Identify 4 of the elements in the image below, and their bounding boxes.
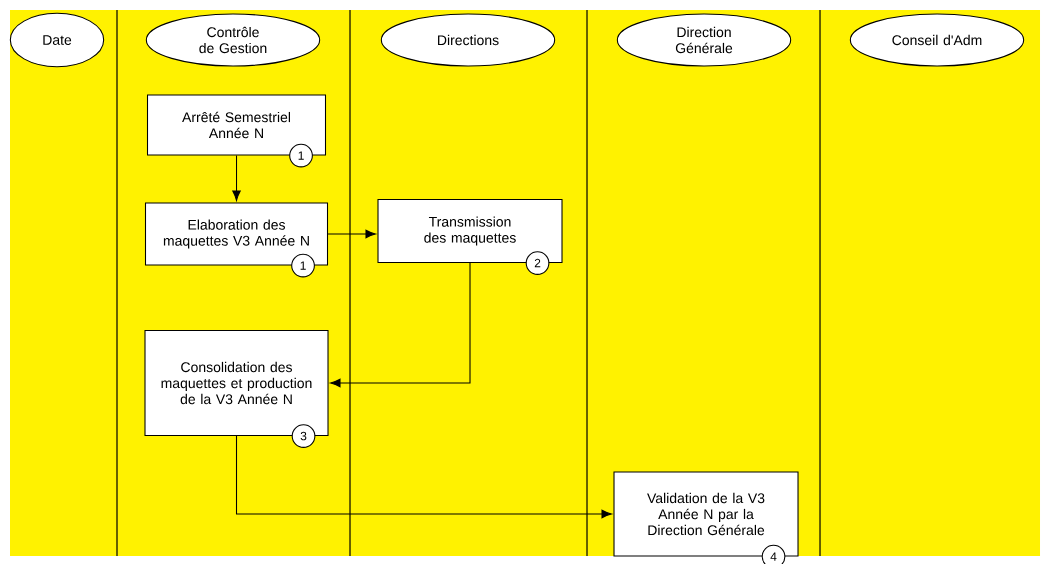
arrow <box>327 229 376 239</box>
arrow <box>232 155 241 201</box>
arrow <box>235 435 612 519</box>
arrow <box>330 262 471 388</box>
